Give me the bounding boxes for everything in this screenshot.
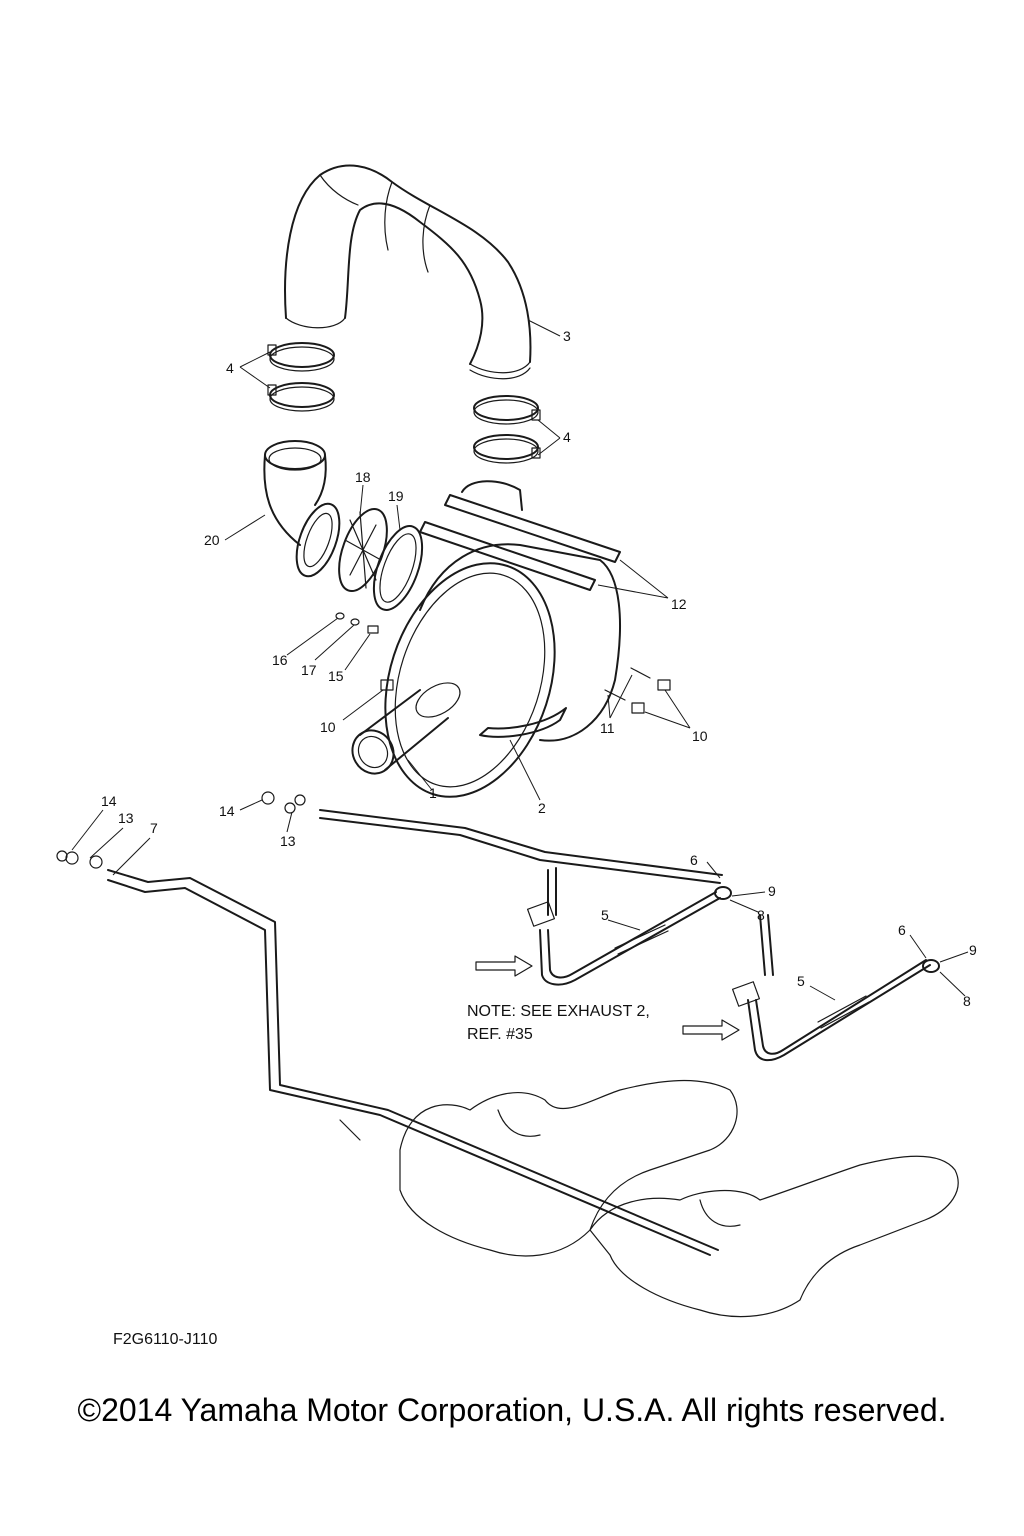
part-3-exhaust-pipe <box>284 164 532 380</box>
callout-13-mid: 13 <box>280 833 296 849</box>
callout-10-right: 10 <box>692 728 708 744</box>
callout-7: 7 <box>150 820 158 836</box>
callout-8-right: 8 <box>963 993 971 1009</box>
callout-19: 19 <box>388 488 404 504</box>
note-line-2: REF. #35 <box>467 1026 533 1043</box>
part-12-straps <box>419 494 621 591</box>
leader-lines <box>71 319 969 1001</box>
upper-water-line <box>261 791 723 916</box>
callout-8-left: 8 <box>757 907 765 923</box>
callout-6-right: 6 <box>898 922 906 938</box>
callout-18: 18 <box>355 469 371 485</box>
direction-arrows <box>475 955 740 1041</box>
callout-6-left: 6 <box>690 852 698 868</box>
part-4-clamps-right <box>473 395 541 464</box>
callout-5-left: 5 <box>601 907 609 923</box>
callout-10-left: 10 <box>320 719 336 735</box>
copyright-notice: ©2014 Yamaha Motor Corporation, U.S.A. A… <box>77 1392 947 1428</box>
hose-assembly-left <box>526 886 732 986</box>
part-7-water-hose <box>56 850 719 1256</box>
callout-20: 20 <box>204 532 220 548</box>
callout-2: 2 <box>538 800 546 816</box>
callout-4-right: 4 <box>563 429 571 445</box>
callout-3: 3 <box>563 328 571 344</box>
callout-11: 11 <box>600 720 615 736</box>
exhaust-manifold-ghost <box>399 1079 959 1318</box>
drawing-code: F2G6110-J110 <box>113 1331 217 1348</box>
callout-17: 17 <box>301 662 317 678</box>
part-1-muffler <box>351 480 621 798</box>
part-4-clamps-left <box>267 342 335 412</box>
callout-1: 1 <box>429 785 437 801</box>
part-2-bracket <box>479 707 567 738</box>
part-20-elbow <box>263 440 341 578</box>
callout-4-left: 4 <box>226 360 234 376</box>
callout-5-right: 5 <box>797 973 805 989</box>
callout-16: 16 <box>272 652 288 668</box>
hose-assembly-right <box>731 914 940 1062</box>
callout-9-right: 9 <box>969 942 977 958</box>
callout-14-mid: 14 <box>219 803 235 819</box>
callout-labels: 3 4 4 18 19 20 12 16 17 15 10 11 10 1 2 … <box>101 328 977 1009</box>
note-line-1: NOTE: SEE EXHAUST 2, <box>467 1003 650 1020</box>
callout-12: 12 <box>671 596 687 612</box>
callout-13-left: 13 <box>118 810 134 826</box>
callout-14-left: 14 <box>101 793 117 809</box>
part-19-gasket <box>372 525 424 611</box>
small-fasteners <box>335 612 671 714</box>
callout-9-left: 9 <box>768 883 776 899</box>
callout-15: 15 <box>328 668 344 684</box>
